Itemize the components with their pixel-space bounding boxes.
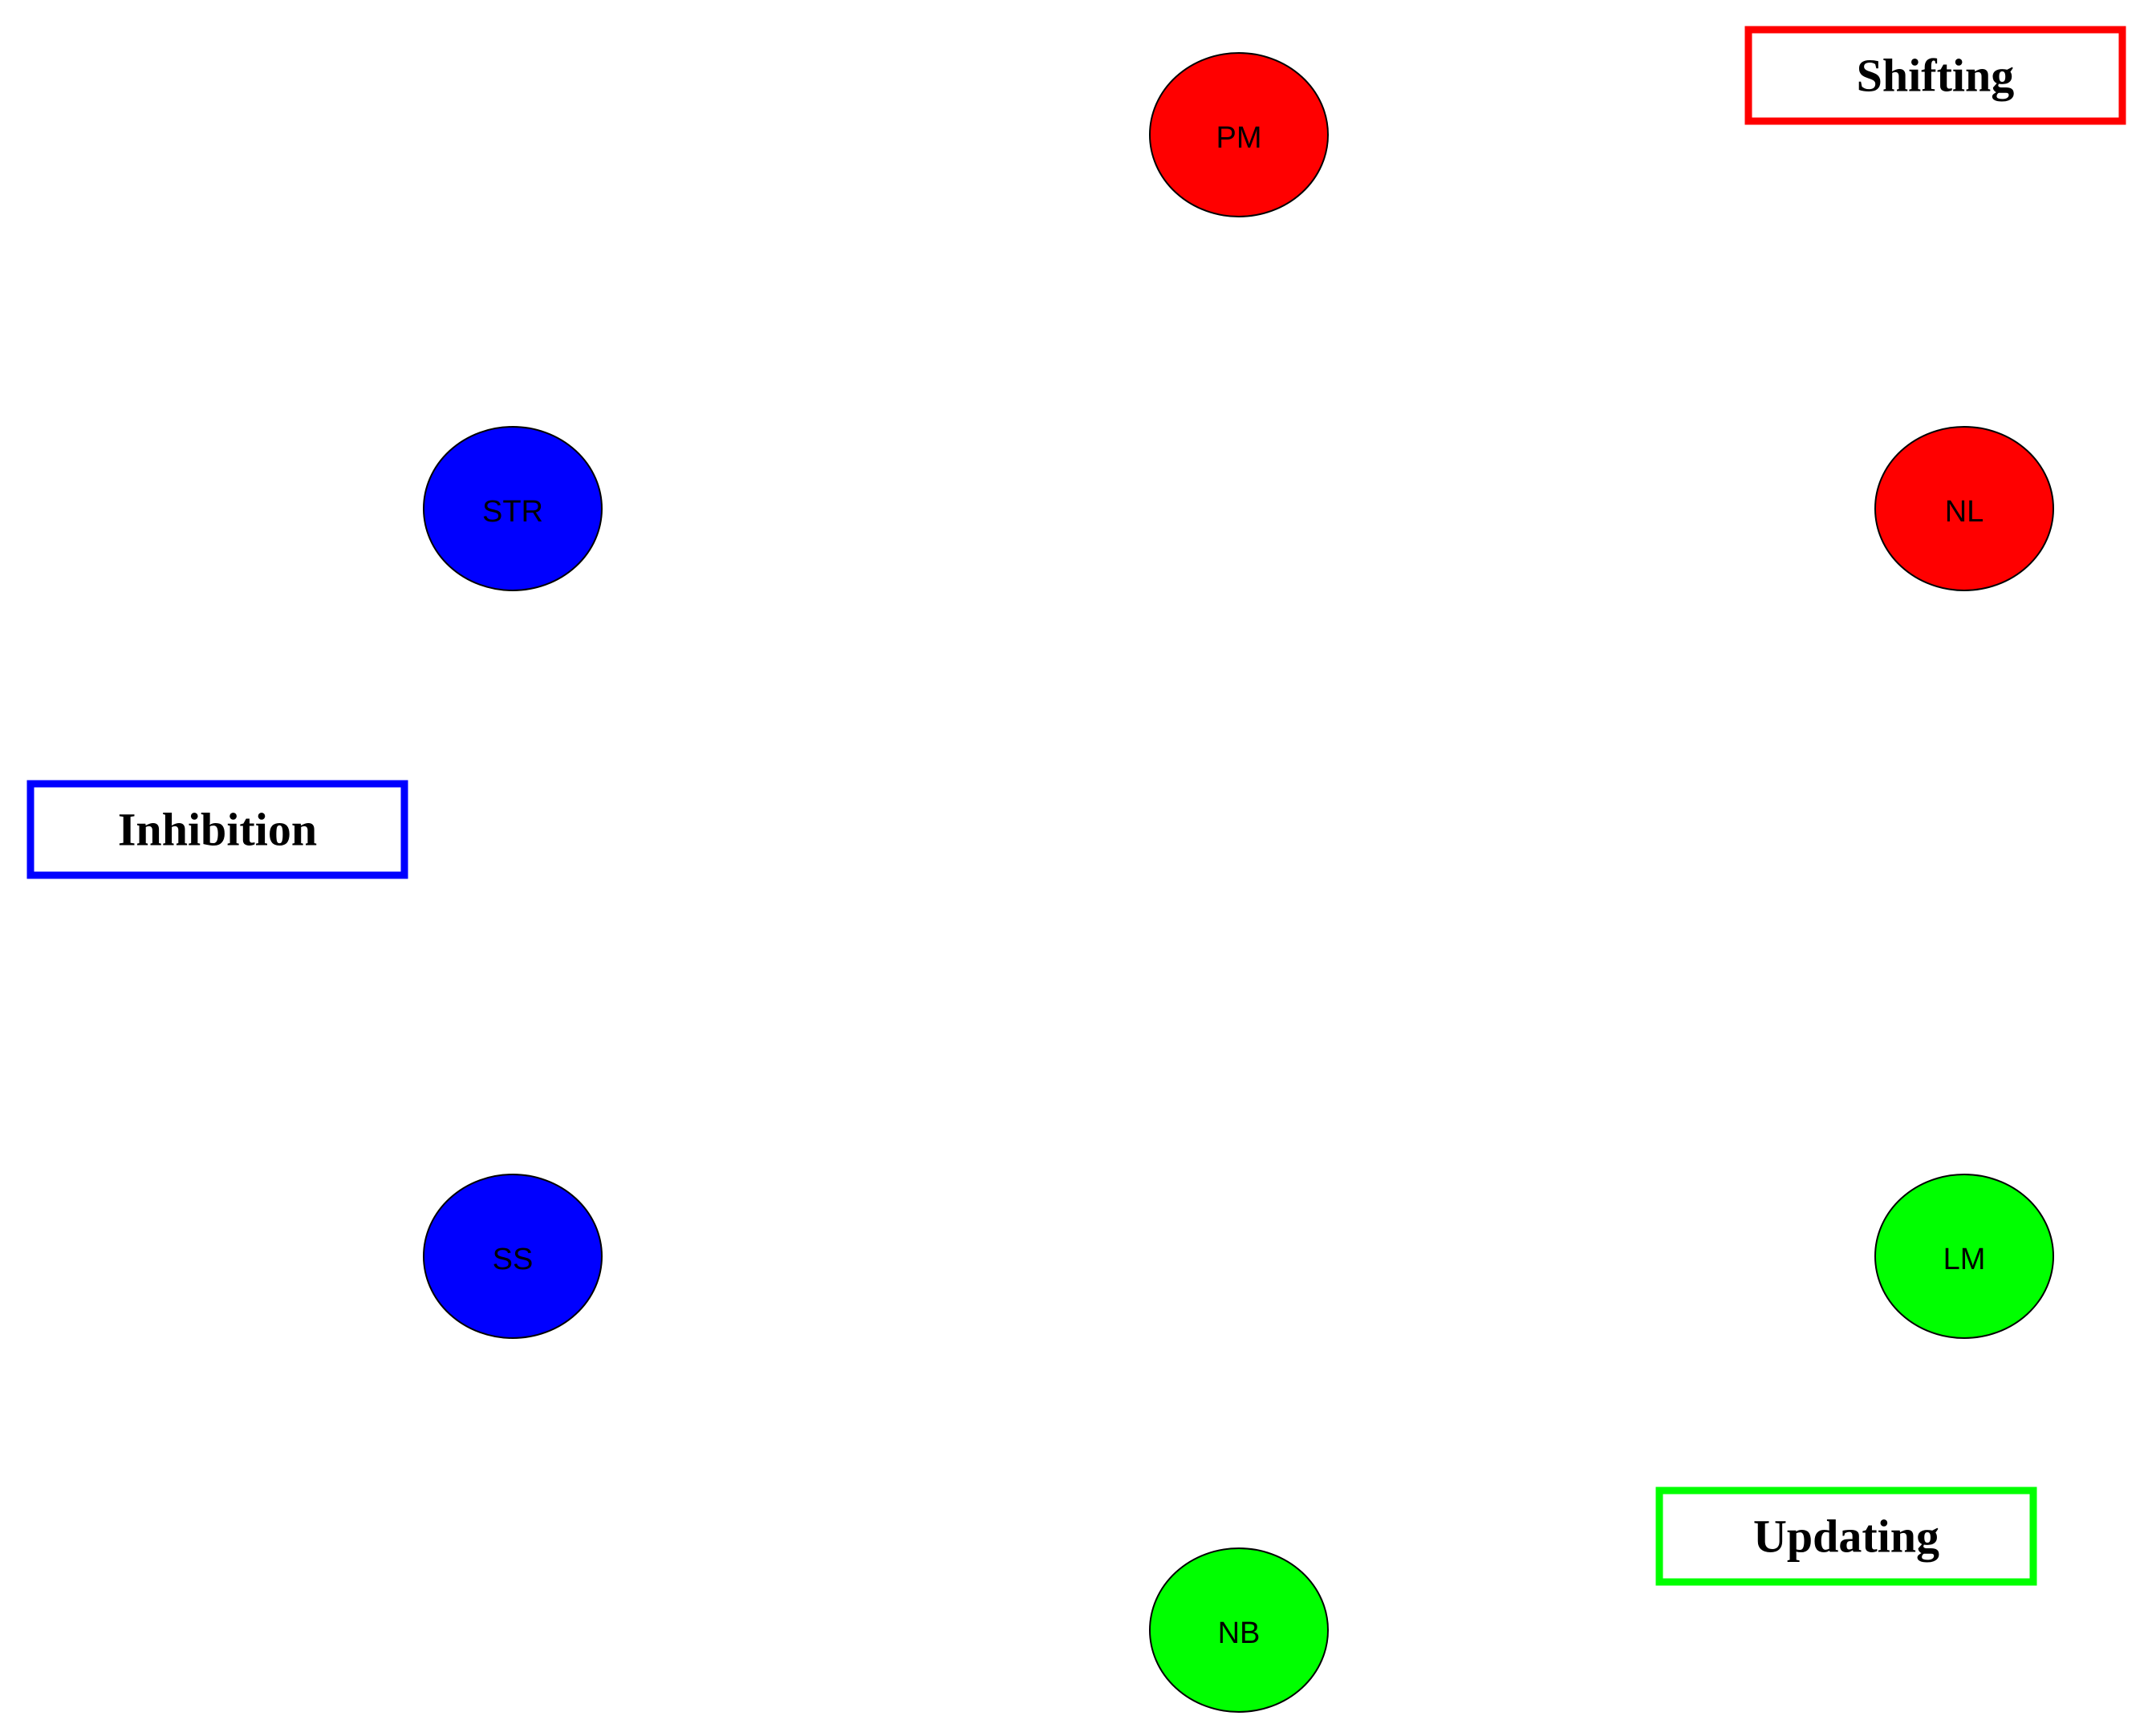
node-nb: NB <box>1149 1547 1329 1713</box>
legend-updating: Updating <box>1655 1487 2037 1586</box>
node-nl-label: NL <box>1945 495 1984 529</box>
node-pm-label: PM <box>1216 121 1262 155</box>
legend-shifting-label: Shifting <box>1857 50 2015 102</box>
node-pm: PM <box>1149 52 1329 217</box>
legend-updating-label: Updating <box>1753 1511 1939 1563</box>
node-nb-label: NB <box>1218 1616 1261 1650</box>
node-nl: NL <box>1874 426 2054 591</box>
node-nb-circle <box>1149 1547 1329 1713</box>
legend-shifting: Shifting <box>1744 26 2126 125</box>
node-str: STR <box>423 426 603 591</box>
node-pm-circle <box>1149 52 1329 217</box>
node-ss: SS <box>423 1174 603 1339</box>
node-lm: LM <box>1874 1174 2054 1339</box>
node-nl-circle <box>1874 426 2054 591</box>
legend-updating-box <box>1655 1487 2037 1586</box>
legend-inhibition-box <box>26 780 408 879</box>
node-lm-label: LM <box>1943 1243 1986 1276</box>
node-ss-label: SS <box>493 1243 534 1276</box>
node-ss-circle <box>423 1174 603 1339</box>
legend-inhibition-label: Inhibition <box>118 804 317 856</box>
legend-inhibition: Inhibition <box>26 780 408 879</box>
node-str-circle <box>423 426 603 591</box>
node-lm-circle <box>1874 1174 2054 1339</box>
legend-shifting-box <box>1744 26 2126 125</box>
node-str-label: STR <box>482 495 543 529</box>
